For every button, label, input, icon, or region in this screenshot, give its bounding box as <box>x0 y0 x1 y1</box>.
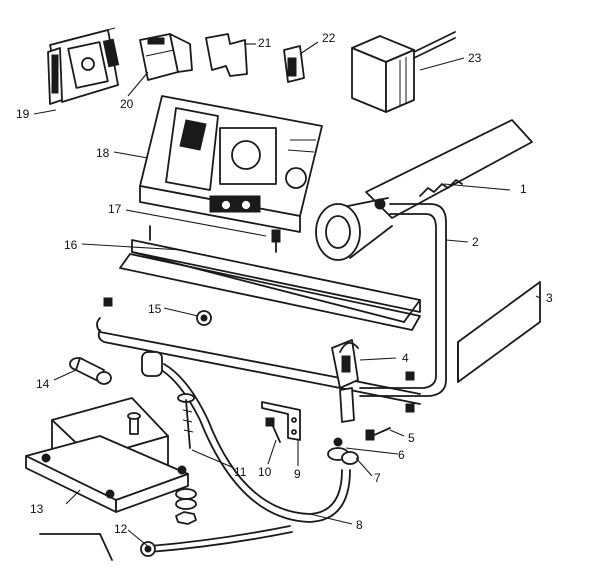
callout-14: 14 <box>36 377 50 391</box>
part-1-burner <box>365 119 533 219</box>
callout-6: 6 <box>398 448 405 462</box>
callout-21: 21 <box>258 36 272 50</box>
part-11-post <box>177 393 195 449</box>
part-3-panel <box>457 281 541 383</box>
part-4-pilot-bracket <box>331 339 359 423</box>
callout-3: 3 <box>546 291 553 305</box>
part-5-screw <box>365 427 391 441</box>
part-17-screw <box>271 229 281 253</box>
callout-4: 4 <box>402 351 409 365</box>
callout-13: 13 <box>30 502 44 516</box>
part-8-thermocouple <box>141 351 351 523</box>
callout-5: 5 <box>408 431 415 445</box>
part-20-relay-bracket <box>139 33 193 81</box>
callout-15: 15 <box>148 302 162 316</box>
callout-20: 20 <box>120 97 134 111</box>
callout-16: 16 <box>64 238 78 252</box>
part-21-clip <box>205 33 248 77</box>
base-outline-right <box>99 533 113 561</box>
leader-lines <box>33 41 541 549</box>
part-22-bracket <box>283 45 305 83</box>
part-19-transformer <box>47 27 120 105</box>
part-12-ground-wire <box>140 525 293 557</box>
callout-9: 9 <box>294 467 301 481</box>
callout-23: 23 <box>468 51 482 65</box>
callout-19: 19 <box>16 107 30 121</box>
callout-17: 17 <box>108 202 122 216</box>
part-6-fitting <box>327 437 359 465</box>
callout-12: 12 <box>114 522 128 536</box>
callout-18: 18 <box>96 146 110 160</box>
part-18-gas-valve <box>139 95 323 233</box>
part-10-screw <box>265 417 281 443</box>
part-9-bracket <box>261 401 301 441</box>
callout-10: 10 <box>258 465 272 479</box>
callout-11: 11 <box>234 465 247 479</box>
manifold-frame <box>96 253 421 413</box>
orifice-motor <box>315 197 393 261</box>
part-23-cover <box>351 31 456 113</box>
part-14-fuse <box>69 357 112 385</box>
callout-1: 1 <box>520 182 527 196</box>
part-15-fitting <box>196 310 212 326</box>
callout-2: 2 <box>472 235 479 249</box>
part-13-module <box>25 397 189 513</box>
callout-22: 22 <box>322 31 336 45</box>
callout-8: 8 <box>356 518 363 532</box>
module-fasteners <box>175 488 197 525</box>
callout-7: 7 <box>374 471 381 485</box>
part-2-tube <box>359 203 447 397</box>
